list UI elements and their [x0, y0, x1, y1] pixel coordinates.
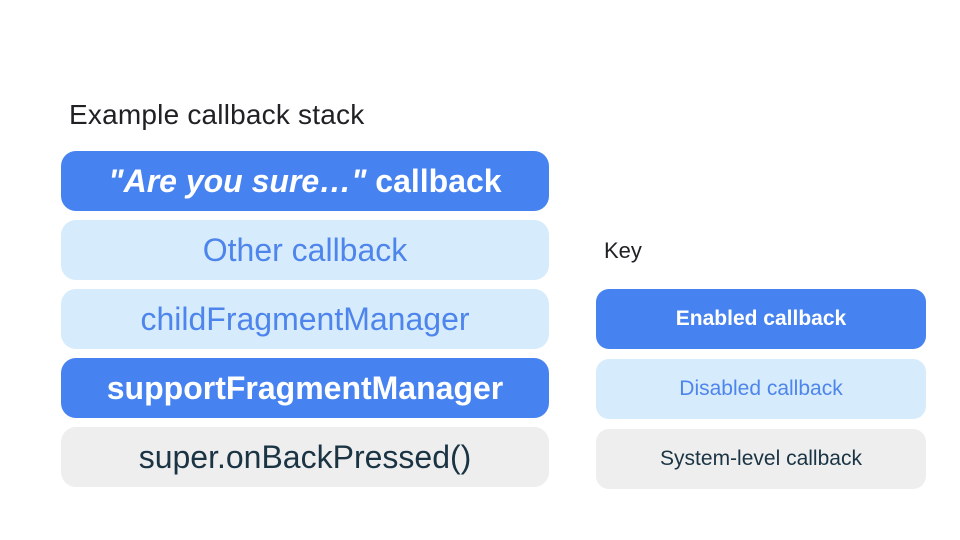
key-legend: Enabled callback Disabled callback Syste… [596, 289, 926, 489]
stack-item-label-quoted: "Are you sure…" [108, 162, 367, 199]
stack-item-label-rest: callback [366, 162, 502, 199]
stack-item-other-callback: Other callback [61, 220, 549, 280]
callback-stack: "Are you sure…" callback Other callback … [61, 151, 549, 487]
stack-item-super-on-back-pressed: super.onBackPressed() [61, 427, 549, 487]
stack-item-support-fragment-manager: supportFragmentManager [61, 358, 549, 418]
key-item-system-level-callback: System-level callback [596, 429, 926, 489]
stack-item-child-fragment-manager: childFragmentManager [61, 289, 549, 349]
key-item-enabled-callback: Enabled callback [596, 289, 926, 349]
stack-item-are-you-sure-callback: "Are you sure…" callback [61, 151, 549, 211]
key-title: Key [604, 238, 642, 263]
key-item-disabled-callback: Disabled callback [596, 359, 926, 419]
stack-title: Example callback stack [69, 99, 365, 130]
